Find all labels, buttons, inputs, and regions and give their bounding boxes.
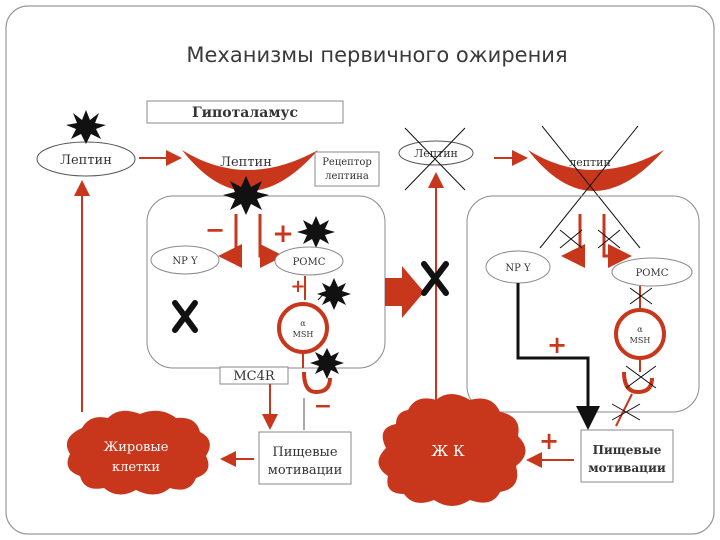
stem-cross-icon-2 xyxy=(597,229,621,249)
fat-cells-cloud xyxy=(66,410,210,495)
food-motivation-box-right xyxy=(580,429,674,483)
mc4r-cross-icon-right xyxy=(625,365,657,389)
npy-blocked-x-icon xyxy=(172,300,198,333)
msh-star-line xyxy=(317,285,332,301)
leptin-label-crossed: Лептин xyxy=(414,147,458,160)
receptor-cross-icon-right xyxy=(539,125,641,249)
mc4r-receptor-hook-right xyxy=(622,371,654,395)
food-activate-sign-right: + xyxy=(547,330,567,359)
npy-to-food-arrow xyxy=(516,283,600,430)
msh-circle-right xyxy=(614,308,666,360)
msh-label-left: MSH xyxy=(293,330,314,339)
zhk-label: Ж К xyxy=(431,442,465,460)
npy-label-left: NP Y xyxy=(172,256,198,267)
msh-circle-left xyxy=(277,302,329,354)
msh-label-right: MSH xyxy=(630,336,651,345)
mc4r-to-food-line-right xyxy=(615,393,633,427)
receptor-star-icon xyxy=(223,176,269,215)
transition-arrow xyxy=(385,266,424,318)
food-label-left-line1: Пищевые xyxy=(272,445,337,460)
food-label-right-line2: мотивации xyxy=(588,461,666,475)
pomc-oval-right xyxy=(611,257,693,287)
receptor-label-box xyxy=(314,151,380,187)
hypothalamus-label: Гипоталамус xyxy=(192,105,298,121)
pomc-label-left: POMC xyxy=(293,257,326,268)
stem-cross-icon-1 xyxy=(559,229,583,249)
pomc-activate-sign: + xyxy=(272,219,294,249)
page-title: Механизмы первичного ожирения xyxy=(186,43,567,67)
blocked-star-icon xyxy=(66,110,106,144)
receptor-stem-left xyxy=(218,214,242,268)
leptin-oval-crossed xyxy=(398,140,474,166)
mc4r-label: MC4R xyxy=(233,369,276,384)
food-label-left-line2: мотивации xyxy=(268,463,343,478)
npy-oval-left xyxy=(150,245,220,275)
npy-label-right: NP Y xyxy=(505,263,531,274)
mc4r-receptor-hook xyxy=(302,371,332,395)
receptor-label-line1: Рецептор xyxy=(322,157,372,168)
leptin-arc-label: Лептин xyxy=(220,155,272,170)
npy-inhibit-sign: − xyxy=(205,215,225,244)
leptin-receptor-crescent-right xyxy=(528,150,664,191)
leptin-oval-label: Лептин xyxy=(60,153,112,168)
fat-label-line1: Жировые xyxy=(104,440,169,455)
pomc-oval-left xyxy=(274,246,344,276)
leptin-blocked-x-icon xyxy=(421,261,449,296)
zhk-activate-sign: + xyxy=(539,426,559,455)
mc4r-box xyxy=(219,366,289,385)
msh-alpha-left: α xyxy=(300,319,306,328)
pomc-label-right: POMC xyxy=(636,268,669,279)
food-label-right-line1: Пищевые xyxy=(593,443,662,457)
food-motivation-box-left xyxy=(258,431,352,485)
receptor-stem-left-right xyxy=(561,214,585,268)
pomc-msh-cross-icon xyxy=(629,287,653,305)
msh-activate-sign: + xyxy=(290,276,305,297)
leptin-receptor-crescent xyxy=(182,150,318,191)
slide-frame xyxy=(5,5,715,535)
food-link-cross-icon xyxy=(611,403,641,421)
msh-alpha-right: α xyxy=(637,325,643,334)
mc4r-star-icon xyxy=(310,348,344,379)
pomc-star-icon xyxy=(297,216,335,248)
fat-label-line2: клетки xyxy=(112,460,160,475)
receptor-stem-right-right xyxy=(602,214,632,268)
zhk-cloud xyxy=(378,394,526,506)
receptor-stem-right xyxy=(258,214,284,268)
leptin-arc-label-right: лептин xyxy=(569,156,611,169)
receptor-label-line2: лептина xyxy=(325,171,369,182)
food-inhibit-sign: − xyxy=(314,393,332,419)
leptin-cross-icon xyxy=(404,127,466,191)
msh-star-icon xyxy=(317,278,351,310)
hypothalamus-box xyxy=(146,100,344,124)
